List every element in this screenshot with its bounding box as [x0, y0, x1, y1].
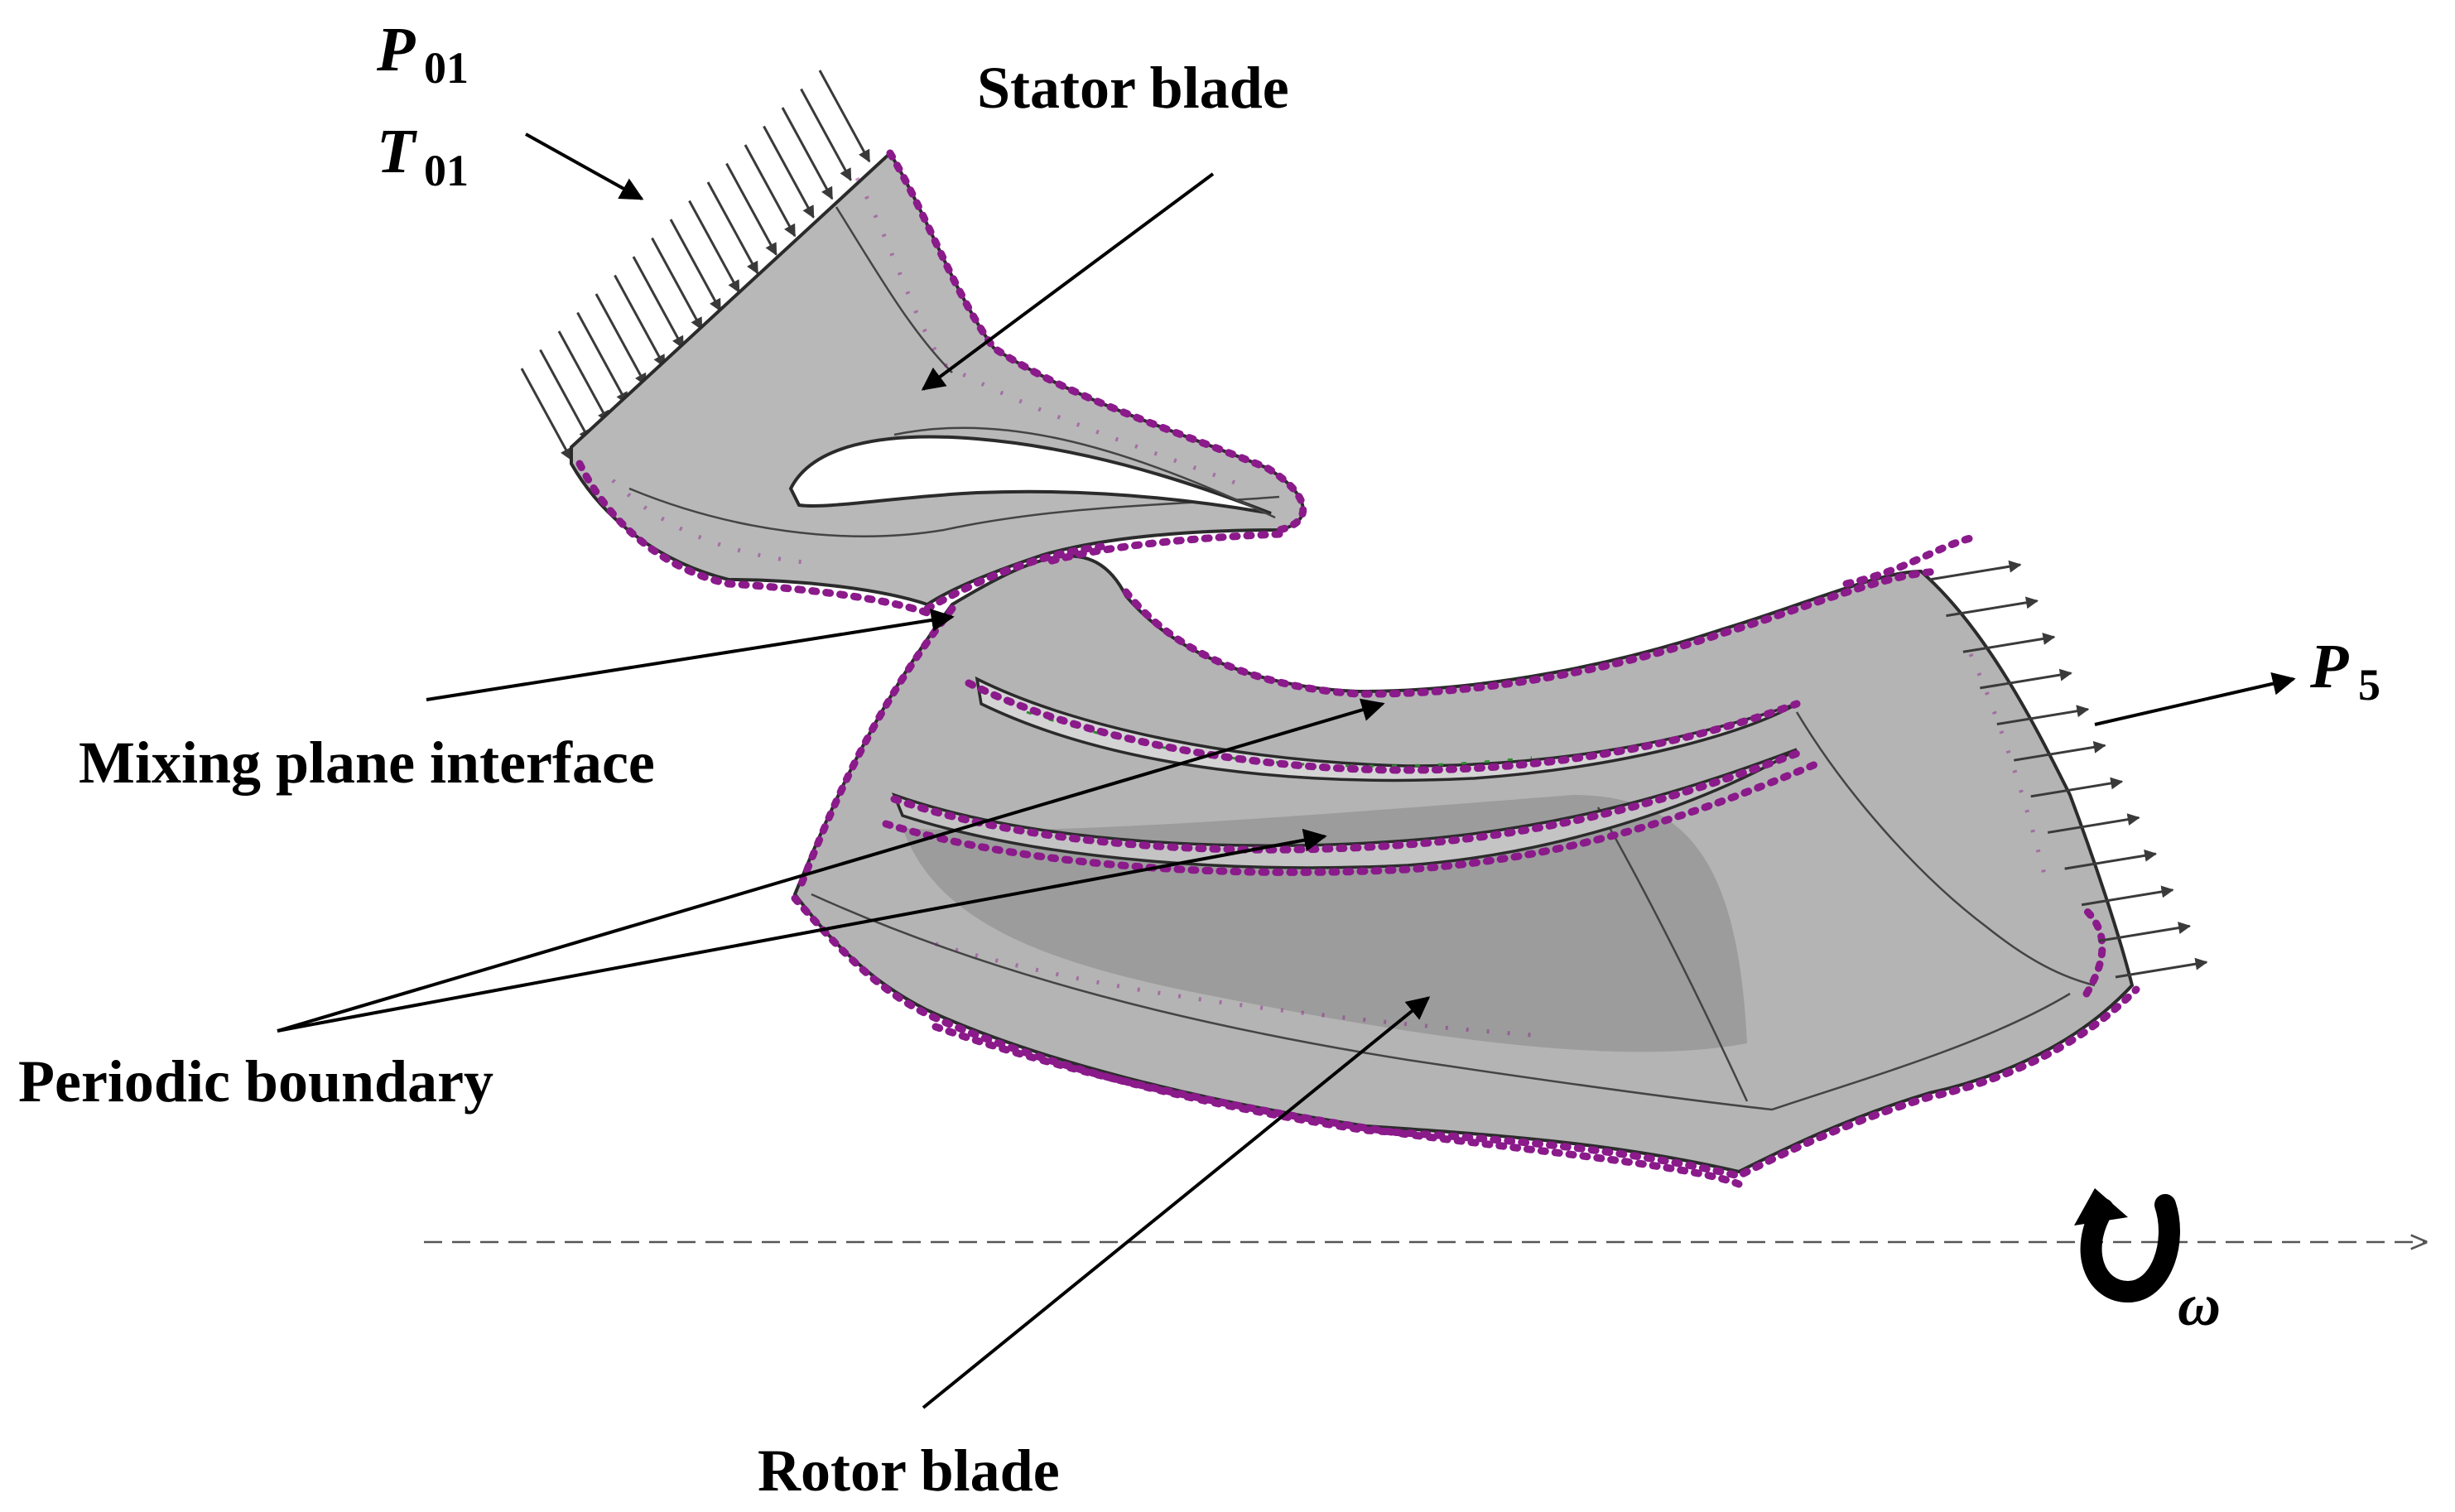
- inflow-vector: [651, 237, 703, 330]
- outflow-vector-arrows: [1928, 560, 2208, 979]
- inflow-vector: [614, 274, 666, 368]
- outlet-pressure-base: P: [2309, 632, 2349, 701]
- outflow-vector: [2081, 885, 2174, 907]
- stator-shroud-line: [835, 206, 953, 373]
- outflow-vector: [2115, 957, 2208, 979]
- inflow-vector: [688, 200, 740, 293]
- outflow-vector: [1928, 560, 2022, 581]
- inlet-pressure-symbol: P 01: [376, 15, 469, 93]
- inflow-vector: [539, 349, 591, 442]
- outflow-vector: [1996, 705, 2090, 726]
- outflow-vector: [1946, 596, 2039, 618]
- stator-blade-surface: [893, 426, 1276, 519]
- inflow-vector: [800, 88, 852, 181]
- inlet-pressure-subscript: 01: [424, 43, 469, 93]
- outflow-vector: [2030, 777, 2124, 798]
- rotor-blade-surface: [903, 795, 1747, 1052]
- leader-lines: [277, 132, 2296, 1409]
- inflow-vector: [706, 181, 759, 275]
- rotor-blade-lower: [891, 748, 1798, 869]
- outflow-vector: [1980, 668, 2072, 690]
- outflow-vector: [2098, 922, 2192, 942]
- mixing-plane-leader-arrow: [426, 609, 955, 701]
- rotation-omega-symbol: ω: [2178, 1272, 2221, 1338]
- inflow-vector-arrows: [520, 70, 871, 461]
- inlet-temperature-symbol: T 01: [377, 117, 469, 195]
- stator-leader-arrow: [921, 172, 1215, 391]
- inlet-temperature-subscript: 01: [424, 146, 469, 195]
- inflow-vector: [576, 311, 628, 405]
- inflow-vector: [763, 125, 815, 219]
- outflow-vector: [2064, 849, 2158, 870]
- rotor-blade-label: Rotor blade: [758, 1437, 1060, 1504]
- periodic-boundary-label: Periodic boundary: [18, 1048, 493, 1115]
- inflow-vector: [557, 330, 610, 424]
- stator-hub-line: [628, 487, 1280, 537]
- outflow-vector: [2047, 813, 2140, 834]
- boundary-condition-markers: [575, 149, 2140, 1188]
- rotor-blade-surface-markers: [1026, 710, 1533, 768]
- mixing-plane-label: Mixing plane interface: [79, 730, 655, 796]
- periodic-leader-arrow-1: [277, 698, 1385, 1033]
- rotor-hub-line: [811, 893, 2071, 1111]
- inflow-vector: [781, 107, 834, 200]
- rotor-leader-arrow: [922, 996, 1431, 1409]
- rotor-meridian-line: [1596, 807, 1749, 1102]
- inlet-temperature-base: T: [377, 117, 417, 186]
- stator-blade-passage: [788, 435, 1272, 515]
- stator-blade-label: Stator blade: [977, 55, 1289, 121]
- inflow-vector: [744, 144, 797, 238]
- curved-rotation-arrow-icon: [2074, 1188, 2180, 1303]
- inflow-vector: [818, 70, 871, 163]
- outlet-leader-arrow: [2094, 672, 2296, 726]
- inflow-vector: [725, 162, 777, 256]
- outflow-vector: [1962, 633, 2056, 653]
- inflow-vector: [669, 219, 722, 312]
- outflow-vector: [2014, 740, 2106, 762]
- inflow-vector: [632, 256, 685, 349]
- inflow-vector: [520, 368, 573, 461]
- periodic-leader-arrow-2: [277, 828, 1327, 1033]
- outlet-pressure-symbol: P 5: [2309, 632, 2380, 710]
- rotor-exit-line: [1795, 711, 2096, 987]
- inflow-vector: [594, 293, 647, 387]
- inlet-leader-arrow: [525, 132, 644, 200]
- inlet-pressure-base: P: [376, 15, 416, 84]
- outlet-pressure-subscript: 5: [2358, 660, 2380, 710]
